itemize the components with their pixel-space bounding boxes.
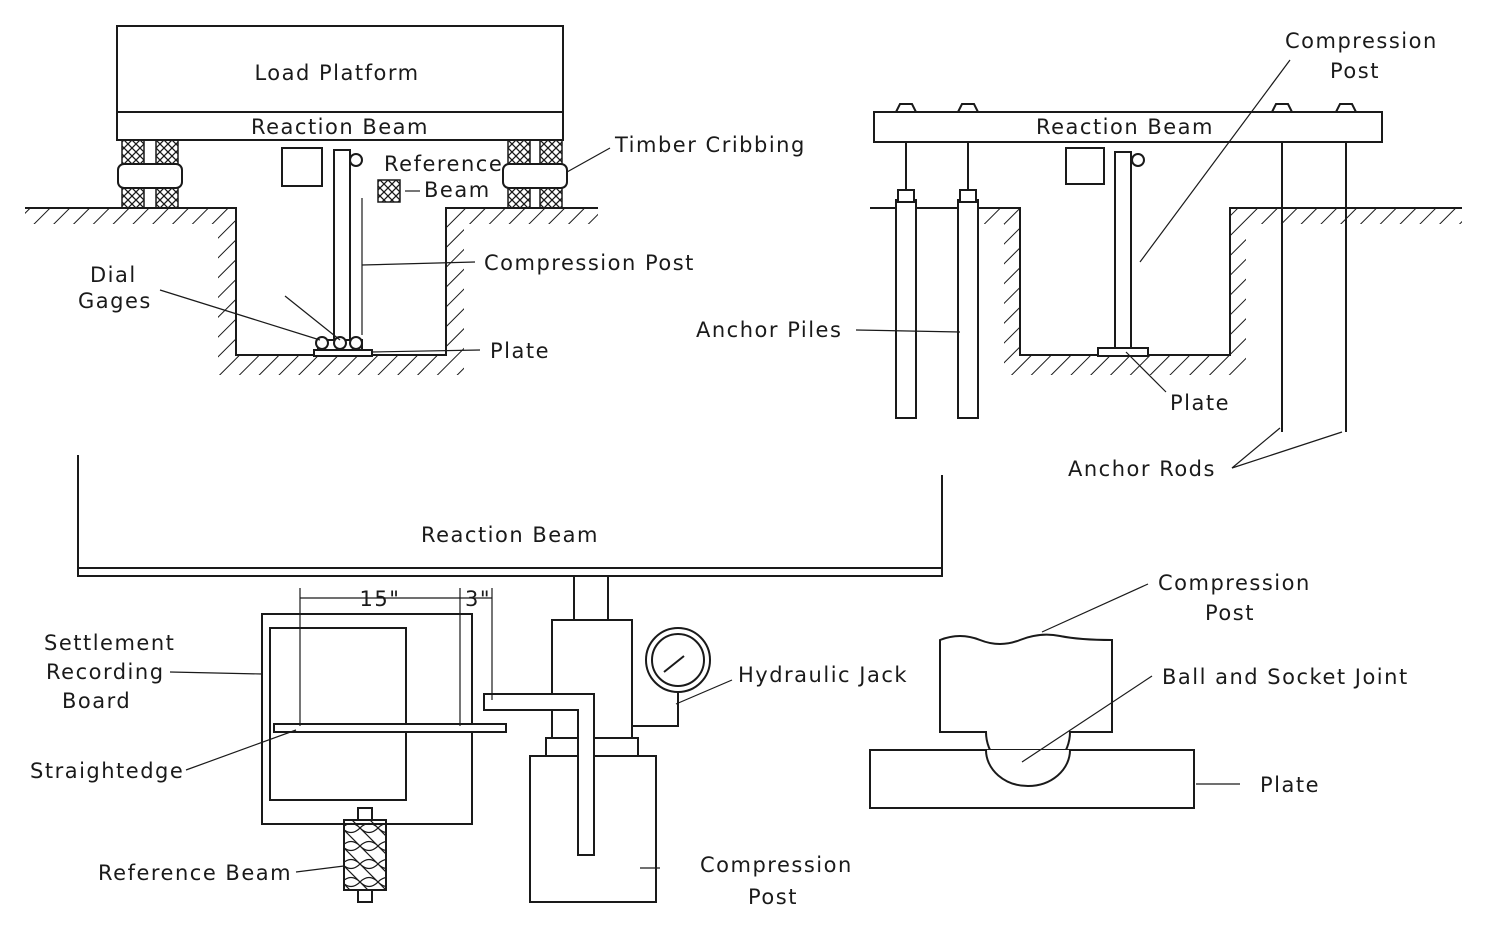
straightedge-label: Straightedge: [30, 759, 184, 783]
anchor-piles-label: Anchor Piles: [696, 318, 842, 342]
compression-post-left: [333, 149, 351, 341]
anchor-rods: [1281, 142, 1347, 432]
anchor-rods-label: Anchor Rods: [1068, 457, 1216, 481]
hydraulic-jack-label: Hydraulic Jack: [738, 663, 908, 687]
pressure-gauge-right: [1065, 147, 1105, 185]
reference-beam-bottom: [343, 819, 387, 891]
dial-gage-3: [349, 336, 363, 350]
timber-cribbing-left: [117, 139, 183, 209]
ball-socket-label: Ball and Socket Joint: [1162, 665, 1409, 689]
reference-beam-top-label-2: Beam: [424, 178, 491, 202]
dim-3-label: 3": [465, 587, 491, 611]
dial-gages-label-2: Gages: [78, 289, 152, 313]
reaction-beam-left-label: Reaction Beam: [251, 115, 429, 139]
settlement-label-1: Settlement: [44, 631, 175, 655]
dim-15-label: 15": [360, 587, 401, 611]
ball-socket-detail: Compression Post Ball and Socket Joint P…: [869, 571, 1409, 809]
straightedge: [273, 723, 507, 733]
compression-post-left-label: Compression Post: [484, 251, 695, 275]
reaction-beam-right: [873, 111, 1383, 143]
compression-post-right-label-2: Post: [1330, 59, 1380, 83]
reference-beam-top: [377, 179, 401, 203]
reaction-beam-bottom-label: Reaction Beam: [421, 523, 599, 547]
anchor-nuts: [894, 103, 1358, 113]
plate-right-label: Plate: [1170, 391, 1230, 415]
settlement-label-3: Board: [62, 689, 131, 713]
reaction-beam-left: [116, 111, 564, 141]
settlement-recording-detail: Reaction Beam 15" 3" Settlement Recordin…: [30, 455, 943, 909]
load-platform: [116, 25, 564, 113]
settlement-label-2: Recording: [46, 660, 165, 684]
recording-sheet: [269, 627, 407, 801]
jack-ram: [573, 575, 609, 621]
compression-post-right: [1114, 151, 1132, 349]
plate-detail-label: Plate: [1260, 773, 1320, 797]
ball-socket-joint: [985, 749, 1071, 787]
plate-left: [313, 349, 373, 357]
compression-post-bottom-label-2: Post: [748, 885, 798, 909]
timber-cribbing-label: Timber Cribbing: [614, 133, 806, 157]
anchor-piles: [895, 142, 979, 419]
reference-beam-bottom-label: Reference Beam: [98, 861, 292, 885]
reference-beam-top-label-1: Reference: [384, 152, 503, 176]
load-platform-test: Load Platform Reaction Beam Timber Cribb…: [25, 25, 806, 375]
load-platform-label: Load Platform: [254, 61, 419, 85]
reaction-beam-right-label: Reaction Beam: [1036, 115, 1214, 139]
compression-post-right-label-1: Compression: [1285, 29, 1438, 53]
plate-left-label: Plate: [490, 339, 550, 363]
compression-post-detail-label-2: Post: [1205, 601, 1255, 625]
compression-post-bottom-label-1: Compression: [700, 853, 853, 877]
straightedge-arm: [483, 693, 595, 856]
plate-right: [1097, 347, 1149, 357]
reaction-beam-bottom: [77, 567, 943, 577]
compression-post-detail-label-1: Compression: [1158, 571, 1311, 595]
dial-gage-2: [333, 336, 347, 350]
pressure-gauge-left: [281, 147, 323, 187]
anchor-pile-test: Compression Post Reaction Beam Anchor Pi…: [696, 29, 1462, 481]
dial-gages-label-1: Dial: [90, 263, 137, 287]
timber-cribbing-right: [502, 139, 568, 209]
